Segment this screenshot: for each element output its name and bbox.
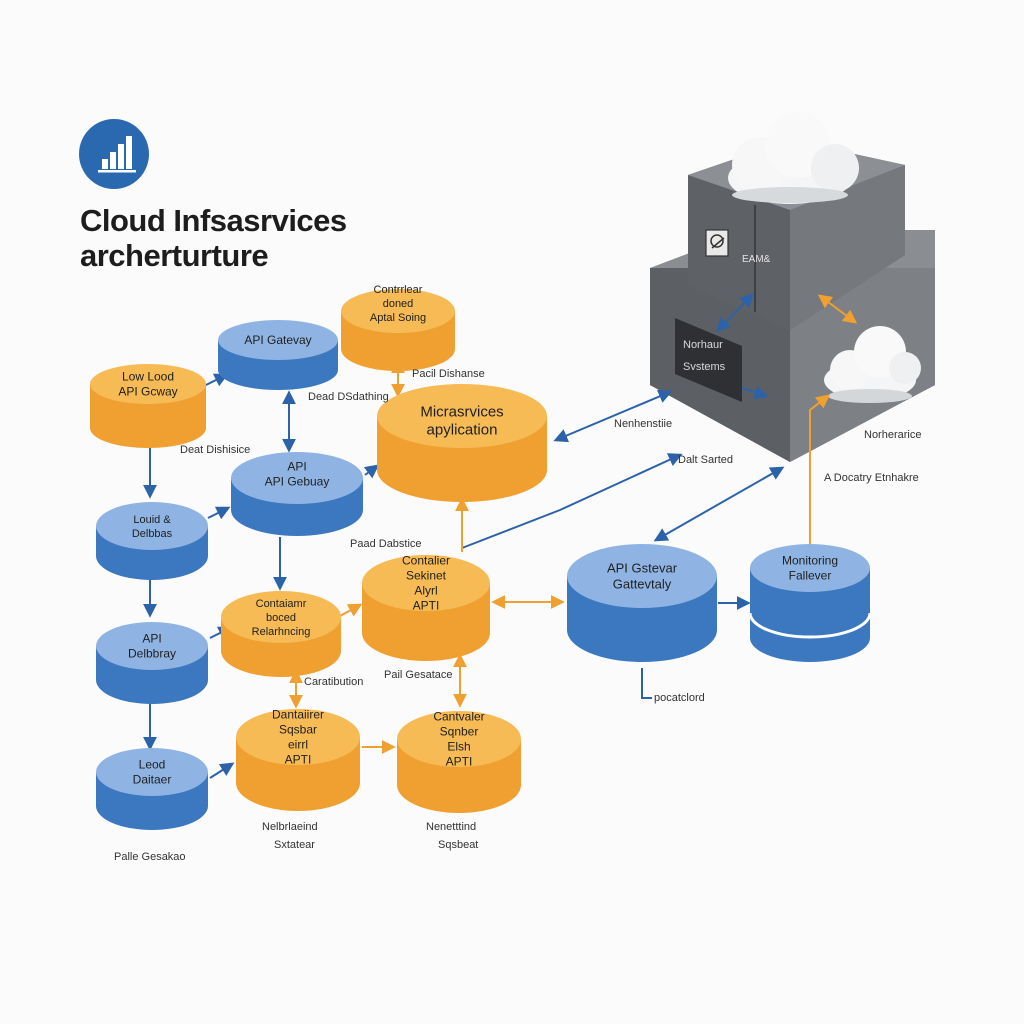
node-label: eirrl	[288, 738, 308, 752]
label-pocatclord: pocatclord	[654, 692, 705, 704]
label-a-docatry: A Docatry Etnhakre	[824, 472, 919, 484]
node-label: Aptal Soing	[370, 312, 426, 324]
node-top	[236, 709, 360, 765]
bar-chart-icon	[98, 136, 136, 173]
node-top	[90, 364, 206, 404]
node-label: Contrrlear	[374, 284, 423, 296]
label-pail-gesatace: Pail Gesatace	[384, 669, 452, 681]
label-dalt-sarted: Dalt Sarted	[678, 454, 733, 466]
node-label: Delbbray	[128, 647, 176, 661]
free-labels: Pacil Dishanse Dead DSdathing Deat Dishi…	[114, 368, 921, 863]
label-dead-dsdathing: Dead DSdathing	[308, 391, 389, 403]
document-icon	[705, 229, 729, 257]
node-label: Elsh	[447, 740, 470, 754]
node-top	[567, 544, 717, 608]
label-palle-gesakao: Palle Gesakao	[114, 851, 186, 863]
label-norherarice: Norherarice	[864, 429, 921, 441]
node-label: API Gatevay	[244, 333, 311, 347]
title-line-1: Cloud Infsasrvices	[80, 203, 347, 238]
label-pacil-dishanse: Pacil Dishanse	[412, 368, 485, 380]
node-label: Micrasrvices	[420, 403, 503, 420]
server-tag: EAM&	[742, 254, 771, 265]
node-label: Delbbas	[132, 528, 173, 540]
node-label: APTI	[413, 599, 440, 613]
cloud-icon	[824, 326, 921, 403]
node-top	[362, 555, 490, 611]
node-label: Contalier	[402, 554, 450, 568]
page-title: Cloud Infsasrvices archerturture	[80, 203, 460, 273]
node-label: API	[142, 632, 161, 646]
node-label: doned	[383, 298, 414, 310]
node-top	[750, 544, 870, 592]
cloud-icon	[728, 112, 859, 204]
node-label: Dantaiirer	[272, 708, 324, 722]
node-label: Leod	[139, 758, 166, 772]
logo-badge	[79, 119, 149, 189]
node-label: Daitaer	[133, 773, 172, 787]
node-top	[377, 384, 547, 448]
node-top	[96, 502, 208, 550]
label-sxtatear: Sxtatear	[274, 839, 315, 851]
label-nenetttind: Nenetttind	[426, 821, 476, 833]
node-label: Sekinet	[406, 569, 447, 583]
node-label: Low Lood	[122, 370, 174, 384]
node-label: Sqsbar	[279, 723, 317, 737]
node-label: Relarhncing	[252, 626, 311, 638]
node-label: Monitoring	[782, 554, 838, 568]
label-deat-dishisice: Deat Dishisice	[180, 444, 250, 456]
node-api-gateway-top: API Gatevay	[218, 320, 338, 390]
node-label: Sqnber	[440, 725, 479, 739]
node-top	[218, 320, 338, 360]
node-louid-delbbas: Louid & Delbbas	[96, 502, 208, 580]
label-nelbrlaeind: Nelbrlaeind	[262, 821, 318, 833]
server-screen-line-1: Norhaur	[683, 339, 723, 351]
node-label: Cantvaler	[433, 710, 484, 724]
node-top	[221, 591, 341, 643]
node-top	[96, 622, 208, 670]
node-label: API Gcway	[118, 385, 177, 399]
node-label: boced	[266, 612, 296, 624]
node-top	[231, 452, 363, 504]
label-sqsbeat: Sqsbeat	[438, 839, 478, 851]
server-stack: Norhaur Svstems EAM&	[650, 112, 935, 462]
node-body	[750, 568, 870, 662]
node-label: APTI	[446, 755, 473, 769]
node-label: API Gstevar	[607, 561, 678, 576]
node-band	[748, 612, 872, 639]
title-line-2: archerturture	[80, 238, 269, 273]
node-label: Alyrl	[414, 584, 437, 598]
node-label: APTI	[285, 753, 312, 767]
server-screen-line-2: Svstems	[683, 361, 726, 373]
connectors	[143, 292, 858, 779]
node-label: Gattevtaly	[613, 577, 672, 592]
node-top	[397, 711, 521, 767]
node-label: Contaiamr	[256, 598, 307, 610]
node-label: apylication	[427, 421, 498, 438]
node-label: Louid &	[133, 514, 171, 526]
node-top	[341, 289, 455, 333]
node-label: Fallever	[789, 569, 832, 583]
label-nenhenstiie: Nenhenstiie	[614, 418, 672, 430]
label-caratibution: Caratibution	[304, 676, 363, 688]
node-label: API	[287, 460, 306, 474]
node-top	[96, 748, 208, 796]
label-paad-dabstice: Paad Dabstice	[350, 538, 422, 550]
node-label: API Gebuay	[265, 475, 330, 489]
